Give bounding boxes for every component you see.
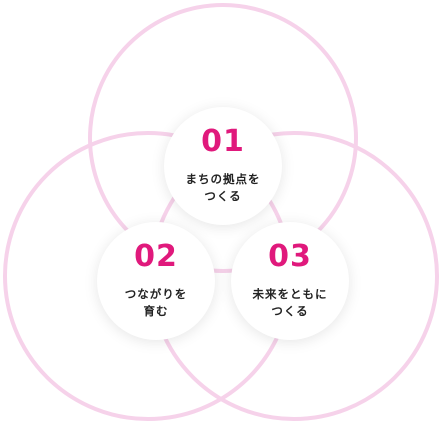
badge-label-line1: つながりを: [124, 287, 188, 301]
badge-03: 03 未来をともに つくる: [231, 222, 349, 340]
badge-label-line2: つくる: [271, 304, 309, 318]
ring-top: [88, 3, 358, 273]
badge-label-line1: まちの拠点を: [185, 172, 261, 186]
badge-number: 01: [201, 124, 245, 159]
badge-02: 02 つながりを 育む: [97, 222, 215, 340]
badge-label-line2: つくる: [204, 189, 242, 203]
badge-label-line2: 育む: [143, 304, 169, 318]
badge-01: 01 まちの拠点を つくる: [164, 107, 282, 225]
badge-label-line1: 未来をともに: [252, 287, 328, 301]
badge-number: 02: [134, 239, 178, 274]
badge-number: 03: [268, 239, 312, 274]
